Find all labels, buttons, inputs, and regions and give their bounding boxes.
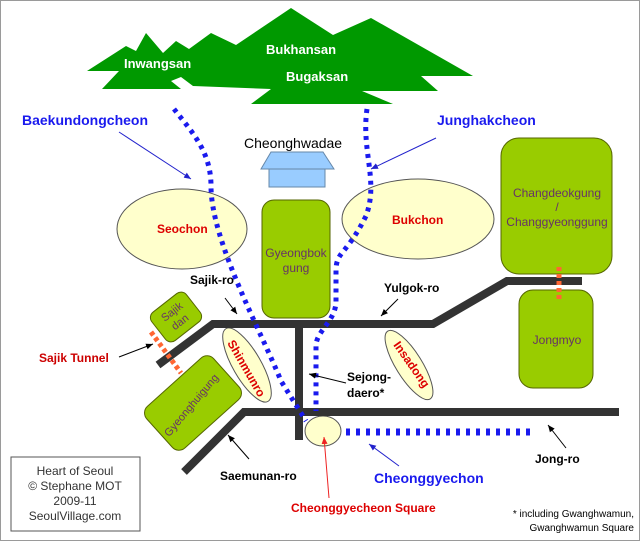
streams <box>172 107 536 436</box>
gyeonghuigung-block <box>144 355 242 451</box>
label-bukchon: Bukchon <box>392 213 443 227</box>
label-yulgok-ro: Yulgok-ro <box>384 281 439 295</box>
label-sejong-daero-2: daero* <box>347 386 385 400</box>
arrow-cheonggyecheon-square <box>321 436 330 499</box>
road-saemunan-ro <box>181 408 619 475</box>
jongmyo-block <box>518 289 594 389</box>
label-changdeokgung-1: Changdeokgung <box>513 186 601 200</box>
stream-label-junghakcheon: Junghakcheon <box>437 112 536 128</box>
mountain-bukhansan: Bukhansan <box>266 42 336 57</box>
house-icon <box>260 151 335 188</box>
stream-baekundongcheon <box>172 107 309 423</box>
credit-box <box>10 456 141 532</box>
credit-years: 2009-11 <box>53 494 96 508</box>
arrow-baekundongcheon <box>118 131 192 180</box>
arrow-sajik-ro <box>224 297 238 315</box>
label-sajik-tunnel: Sajik Tunnel <box>39 351 109 365</box>
arrow-saemunan-ro <box>227 434 250 460</box>
road-sajik-ro <box>155 277 582 369</box>
mountain-bugaksan: Bugaksan <box>286 69 348 84</box>
label-sajik-ro: Sajik-ro <box>190 273 234 287</box>
cheonggyecheon-square-area <box>304 415 342 447</box>
stream-label-cheonggyechon: Cheonggyechon <box>374 470 484 486</box>
gyeongbokgung-block <box>261 199 331 319</box>
footnote-line-2: Gwanghwamun Square <box>529 523 634 534</box>
stream-label-baekundongcheon: Baekundongcheon <box>22 112 148 128</box>
label-changdeokgung-2: / <box>555 200 559 214</box>
label-saemunan-ro: Saemunan-ro <box>220 469 297 483</box>
arrow-jong-ro <box>547 424 567 449</box>
shinmunro-area <box>222 327 272 403</box>
arrow-yulgok-ro <box>380 298 399 317</box>
roads <box>155 277 619 475</box>
mountain-inwangsan-shape <box>87 8 473 104</box>
arrow-sejong-daero <box>308 372 347 384</box>
label-jongmyo: Jongmyo <box>533 333 582 347</box>
mountains <box>87 8 473 104</box>
arrow-cheonggyechon <box>368 443 400 467</box>
credit-title: Heart of Seoul <box>37 464 114 478</box>
bukchon-area <box>341 178 495 260</box>
label-cheonggyecheon-square: Cheonggyecheon Square <box>291 501 436 515</box>
label-changdeokgung-3: Changgyeonggung <box>506 215 607 229</box>
arrow-sajik-tunnel <box>118 343 154 358</box>
label-sejong-daero-1: Sejong- <box>347 370 391 384</box>
label-gyeongbokgung-2: gung <box>283 261 310 275</box>
footnote-line-1: * including Gwanghwamun, <box>513 509 634 520</box>
sajikdan-block <box>149 291 203 343</box>
label-seochon: Seochon <box>157 222 208 236</box>
label-jong-ro: Jong-ro <box>535 452 580 466</box>
cheongwadae-label: Cheonghwadae <box>244 135 342 151</box>
arrow-junghakcheon <box>370 137 437 170</box>
mountain-inwangsan: Inwangsan <box>124 56 191 71</box>
tunnel-sajik <box>148 330 184 375</box>
credit-author: © Stephane MOT <box>28 479 122 493</box>
stream-junghakcheon <box>313 108 374 411</box>
insadong-area <box>384 329 434 401</box>
label-gyeongbokgung-1: Gyeongbok <box>265 246 327 260</box>
credit-website[interactable]: SeoulVillage.com <box>29 509 122 523</box>
